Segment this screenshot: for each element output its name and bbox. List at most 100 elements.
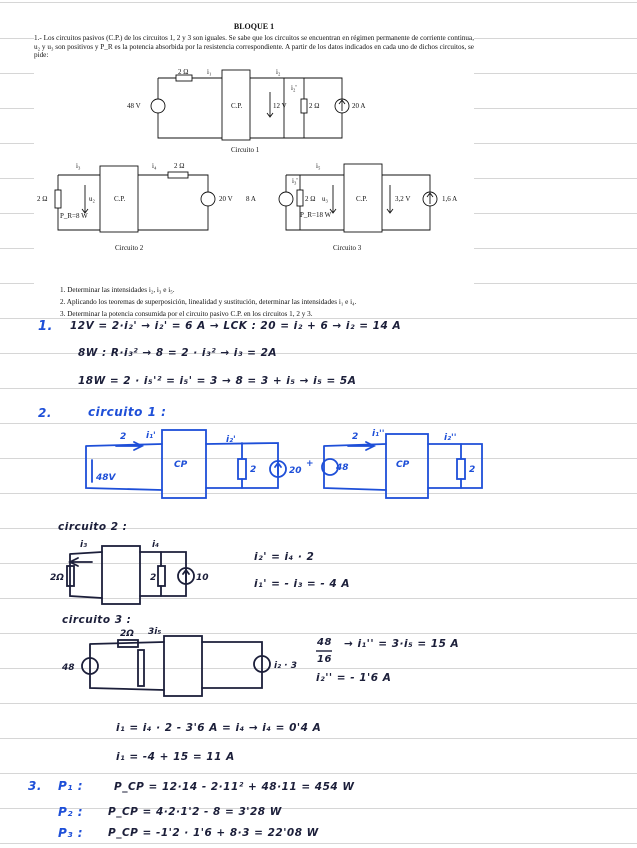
q1-line1: 12V = 2·i₂' → i₂' = 6 A → LCK : 20 = i₂ … bbox=[70, 320, 402, 332]
printed-circuits: 2 Ω i₁ i₂ 48 V C.P. 12 V 2 Ω 20 A i₂' Ci… bbox=[37, 68, 457, 252]
c3-box: C.P. bbox=[356, 195, 368, 203]
problem-statement: 1.- Los circuitos pasivos (C.P.) de los … bbox=[34, 34, 474, 60]
c3-hand-isrc: i₂ · 3 bbox=[274, 661, 297, 671]
p2-equation: P_CP = 4·2·1'2 - 8 = 3'28 W bbox=[108, 806, 282, 818]
c2-src-v: 20 V bbox=[219, 195, 233, 203]
ruled-line bbox=[0, 738, 637, 739]
c1b-cur: i₁'' bbox=[372, 429, 385, 439]
q1-number: 1. bbox=[38, 319, 53, 334]
c1-cur-i2: i₂ bbox=[276, 68, 281, 76]
ruled-line bbox=[0, 703, 637, 704]
final-eq2: i₁ = -4 + 15 = 11 A bbox=[116, 751, 235, 763]
c2-hand-src: 10 bbox=[196, 573, 209, 583]
q1-line3: 18W = 2 · i₅'² = i₅' = 3 → 8 = 3 + i₅ → … bbox=[78, 375, 357, 387]
c3-mark: i₃' bbox=[292, 177, 298, 185]
c1b-src: 48 bbox=[335, 463, 349, 473]
c1b-r2: 2 bbox=[469, 465, 475, 475]
c1-caption: Circuito 1 bbox=[231, 146, 260, 154]
c1b-res: 2 bbox=[352, 432, 358, 442]
c3-eq2: i₂'' = - 1'6 A bbox=[316, 672, 392, 684]
c1-mark: i₂' bbox=[291, 84, 297, 92]
final-eq1: i₁ = i₄ · 2 - 3'6 A = i₄ → i₄ = 0'4 A bbox=[116, 722, 322, 734]
c2-cur-i3: i₃ bbox=[76, 162, 81, 170]
c2-res-left: 2 Ω bbox=[37, 195, 47, 203]
q2-title: circuito 1 : bbox=[88, 405, 167, 419]
p2-label: P₂ : bbox=[58, 805, 84, 819]
plus-sign: + bbox=[306, 459, 314, 469]
c3-src-i: 8 A bbox=[246, 195, 256, 203]
question-item: 1. Determinar las intensidades i₂, i₃ e … bbox=[60, 286, 175, 294]
p3-equation: P_CP = -1'2 · 1'6 + 8·3 = 22'08 W bbox=[108, 827, 319, 839]
ruled-line bbox=[0, 668, 637, 669]
c3-cur-i5: i₅ bbox=[316, 162, 321, 170]
ruled-line bbox=[0, 2, 637, 3]
c1a-r2: 2 bbox=[250, 465, 256, 475]
c2-hand-r: 2Ω bbox=[50, 573, 64, 583]
c3-hand-r: 2Ω bbox=[120, 629, 134, 639]
q3-number: 3. bbox=[28, 779, 42, 793]
ruled-line bbox=[0, 808, 637, 809]
c1-volt: 12 V bbox=[273, 102, 287, 110]
ruled-line bbox=[0, 318, 637, 319]
c1a-res: 2 bbox=[120, 432, 126, 442]
c1-src-v: 48 V bbox=[127, 102, 141, 110]
c3-caption: Circuito 3 bbox=[333, 244, 362, 252]
ruled-line bbox=[0, 598, 637, 599]
ruled-line bbox=[0, 423, 637, 424]
c1a-cur: i₁' bbox=[146, 431, 156, 441]
p1-equation: P_CP = 12·14 - 2·11² + 48·11 = 454 W bbox=[114, 781, 355, 793]
ruled-line bbox=[0, 353, 637, 354]
printed-problem: BLOQUE 1 1.- Los circuitos pasivos (C.P.… bbox=[34, 18, 474, 318]
ruled-line bbox=[0, 773, 637, 774]
c2-res-top: 2 Ω bbox=[174, 162, 184, 170]
c2-hand-i4: i₄ bbox=[152, 540, 159, 550]
q1-line2: 8W : R·i₃² → 8 = 2 · i₃² → i₃ = 2A bbox=[78, 347, 278, 359]
ruled-line bbox=[0, 528, 637, 529]
c1a-box: CP bbox=[174, 460, 188, 470]
q2-number: 2. bbox=[38, 406, 52, 420]
c1a-mark: i₂' bbox=[226, 435, 236, 445]
ruled-line bbox=[0, 843, 637, 844]
c2-volt-u2: u₂ bbox=[89, 195, 96, 203]
question-list: 1. Determinar las intensidades i₂, i₃ e … bbox=[60, 284, 480, 320]
c1-res-top: 2 Ω bbox=[178, 68, 188, 76]
c3-res: 2 Ω bbox=[305, 195, 315, 203]
c2-hand-r2: 2 bbox=[150, 573, 156, 583]
c2-hand-i3: i₃ bbox=[80, 540, 87, 550]
c1-res-right: 2 Ω bbox=[309, 102, 319, 110]
c1b-mark: i₂'' bbox=[444, 433, 457, 443]
ruled-line bbox=[0, 493, 637, 494]
c2-power: P_R=8 W bbox=[60, 212, 88, 220]
c1b-box: CP bbox=[396, 460, 410, 470]
ruled-line bbox=[0, 563, 637, 564]
ruled-line bbox=[0, 388, 637, 389]
c1-cur-i1: i₁ bbox=[207, 68, 211, 76]
c1-box: C.P. bbox=[231, 102, 243, 110]
c3-hand-i: 3i₅ bbox=[148, 627, 161, 637]
c1a-src: 48V bbox=[95, 473, 117, 483]
c2-eq2: i₁' = - i₃ = - 4 A bbox=[254, 578, 350, 590]
c2-box: C.P. bbox=[114, 195, 126, 203]
p1-label: P₁ : bbox=[58, 779, 84, 793]
c3-hand-src: 48 bbox=[61, 663, 75, 673]
c2-cur-i4: i₄ bbox=[152, 162, 157, 170]
c3-volt-u3: u₃ bbox=[322, 195, 329, 203]
c1a-isrc: 20 bbox=[289, 466, 302, 476]
c3-frac-num: 48 bbox=[317, 637, 332, 648]
circuit3-title: circuito 3 : bbox=[62, 614, 132, 626]
c3-frac-den: 16 bbox=[317, 654, 332, 665]
ruled-line bbox=[0, 458, 637, 459]
c2-eq1: i₂' = i₄ · 2 bbox=[254, 551, 315, 563]
circuit2-title: circuito 2 : bbox=[58, 521, 128, 533]
c3-src-i2: 1,6 A bbox=[442, 195, 457, 203]
p3-label: P₃ : bbox=[58, 826, 84, 840]
c3-volt: 3,2 V bbox=[395, 195, 410, 203]
c1-src-i: 20 A bbox=[352, 102, 365, 110]
question-item: 3. Determinar la potencia consumida por … bbox=[60, 310, 313, 318]
ruled-line bbox=[0, 633, 637, 634]
c3-power: P_R=18 W bbox=[300, 211, 332, 219]
problem-heading: BLOQUE 1 bbox=[233, 22, 275, 31]
c2-caption: Circuito 2 bbox=[115, 244, 144, 252]
